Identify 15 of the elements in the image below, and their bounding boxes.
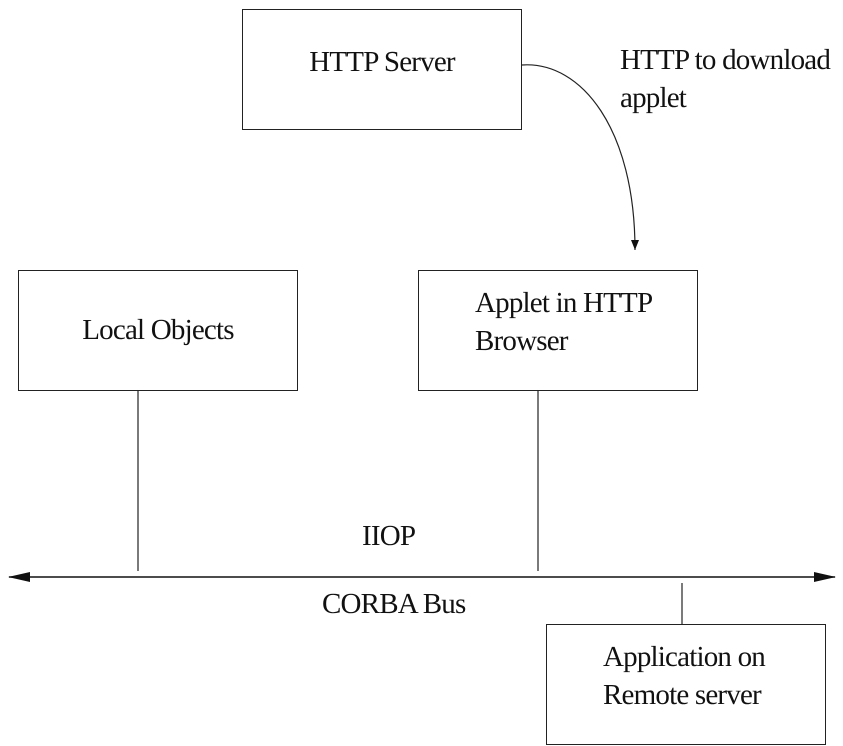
box-label: HTTP Server — [309, 45, 455, 80]
process-box — [18, 270, 298, 391]
process-box — [242, 9, 522, 130]
edge-label: HTTP to download applet — [620, 43, 832, 116]
process-box — [546, 624, 826, 745]
connector-line — [537, 391, 539, 571]
connector-line — [137, 391, 139, 571]
box-label: Applet in HTTP Browser — [475, 286, 653, 359]
box-label: Local Objects — [82, 312, 234, 348]
curved-arrow — [522, 64, 639, 250]
bus-label: CORBA Bus — [322, 587, 466, 622]
bus-label: IIOP — [362, 519, 416, 554]
process-box — [418, 270, 698, 391]
box-label: Application on Remote server — [603, 640, 766, 713]
connector-line — [681, 583, 683, 624]
